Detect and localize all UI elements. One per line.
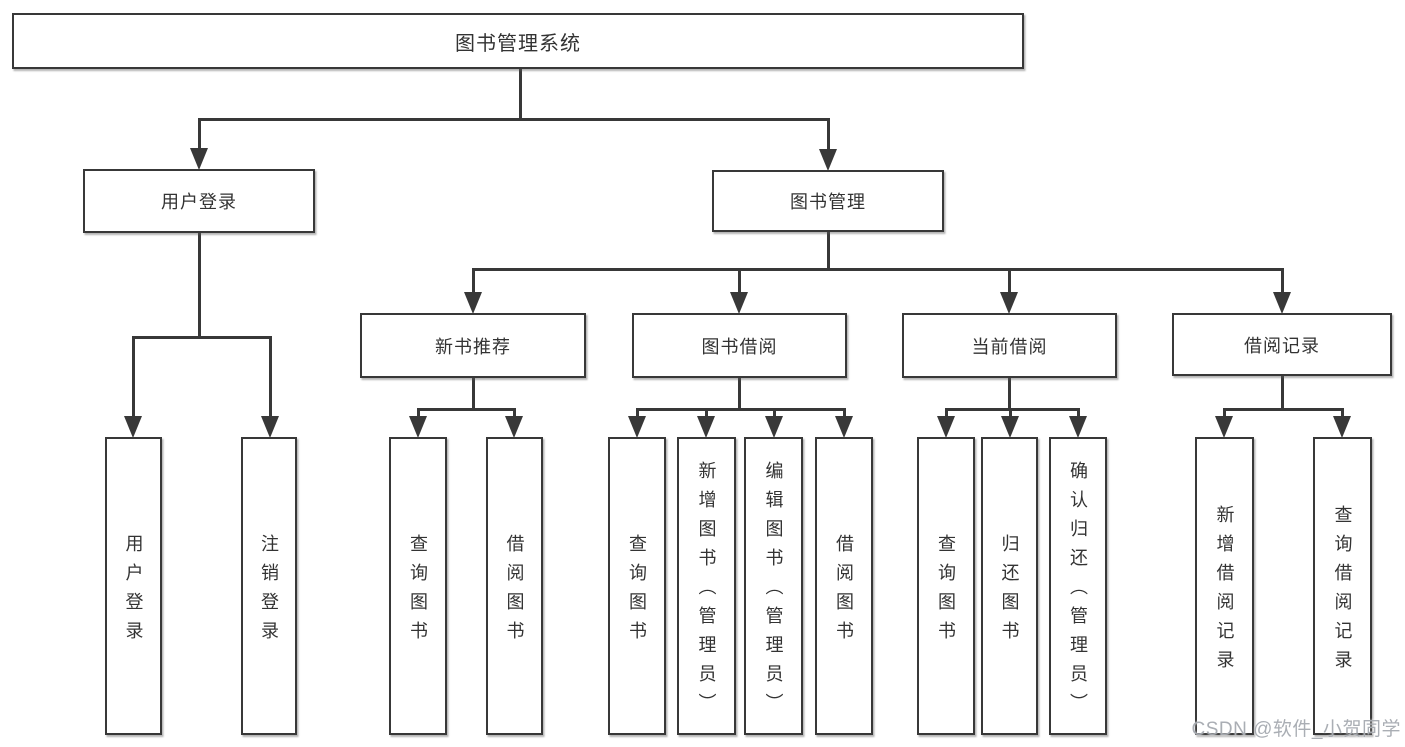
node-label: 借阅图书: [834, 533, 854, 650]
arrowhead-down-icon: [697, 416, 715, 438]
node-book-management-branch: 图书管理: [712, 170, 944, 232]
connector-line: [416, 408, 516, 411]
node-label: 查询图书: [936, 533, 956, 650]
node-label: 图书借阅: [701, 336, 778, 357]
connector-line: [1280, 376, 1284, 411]
arrowhead-down-icon: [124, 416, 142, 438]
node-borrowing-records: 借阅记录: [1172, 313, 1392, 376]
node-leaf-query-book-2: 查询图书: [608, 437, 666, 735]
arrowhead-down-icon: [1000, 292, 1018, 314]
connector-line: [131, 336, 135, 419]
node-label: 借阅记录: [1244, 335, 1320, 356]
node-leaf-return-book: 归还图书: [981, 437, 1038, 735]
node-label: 图书管理: [790, 192, 866, 212]
node-label: 图书管理系统: [455, 32, 581, 55]
connector-line: [772, 408, 776, 419]
connector-line: [842, 408, 846, 419]
connector-line: [268, 336, 272, 419]
connector-line: [737, 268, 741, 295]
arrowhead-down-icon: [505, 416, 523, 438]
arrowhead-down-icon: [1273, 292, 1291, 314]
node-leaf-borrow-book-2: 借阅图书: [815, 437, 873, 735]
arrowhead-down-icon: [1333, 416, 1351, 438]
connector-line: [197, 118, 830, 121]
connector-line: [1007, 268, 1011, 295]
connector-line: [131, 336, 272, 339]
connector-line: [1222, 408, 1344, 411]
connector-line: [1280, 268, 1284, 295]
connector-line: [704, 408, 708, 419]
node-leaf-confirm-return: 确认归还（管理员）: [1049, 437, 1107, 735]
node-label: 当前借阅: [971, 336, 1048, 357]
node-book-borrowing: 图书借阅: [632, 313, 847, 378]
arrowhead-down-icon: [765, 416, 783, 438]
connector-line: [826, 232, 830, 271]
node-leaf-query-borrow-record: 查询借阅记录: [1313, 437, 1372, 735]
arrowhead-down-icon: [409, 416, 427, 438]
arrowhead-down-icon: [628, 416, 646, 438]
arrowhead-down-icon: [1001, 416, 1019, 438]
arrowhead-down-icon: [464, 292, 482, 314]
connector-line: [512, 408, 516, 419]
connector-line: [471, 268, 1284, 271]
node-leaf-add-book-admin: 新增图书（管理员）: [677, 437, 736, 735]
arrowhead-down-icon: [1215, 416, 1233, 438]
connector-line: [944, 408, 948, 419]
connector-line: [826, 118, 830, 152]
connector-line: [635, 408, 639, 419]
node-label: 新书推荐: [435, 336, 511, 357]
connector-line: [197, 233, 201, 339]
connector-line: [518, 69, 522, 121]
connector-line: [471, 378, 475, 411]
arrowhead-down-icon: [835, 416, 853, 438]
node-leaf-add-borrow-record: 新增借阅记录: [1195, 437, 1254, 735]
node-leaf-logout: 注销登录: [241, 437, 297, 735]
node-label: 确认归还（管理员）: [1068, 461, 1088, 722]
node-leaf-borrow-book-1: 借阅图书: [486, 437, 543, 735]
arrowhead-down-icon: [190, 148, 208, 170]
node-label: 新增图书（管理员）: [696, 461, 717, 722]
arrowhead-down-icon: [937, 416, 955, 438]
node-current-borrowing: 当前借阅: [902, 313, 1117, 378]
connector-line: [1340, 408, 1344, 419]
node-label: 编辑图书（管理员）: [763, 461, 784, 722]
node-label: 用户登录: [123, 533, 144, 650]
node-label: 查询借阅记录: [1332, 504, 1353, 679]
connector-line: [635, 408, 846, 411]
arrowhead-down-icon: [1069, 416, 1087, 438]
connector-line: [944, 408, 1080, 411]
connector-line: [737, 378, 741, 411]
node-label: 归还图书: [999, 533, 1020, 650]
connector-line: [1008, 408, 1012, 419]
connector-line: [1222, 408, 1226, 419]
node-label: 用户登录: [161, 192, 237, 212]
node-leaf-query-book-1: 查询图书: [389, 437, 447, 735]
node-leaf-query-book-3: 查询图书: [917, 437, 975, 735]
node-leaf-user-login: 用户登录: [105, 437, 162, 735]
node-user-login-branch: 用户登录: [83, 169, 315, 233]
node-label: 新增借阅记录: [1214, 504, 1235, 679]
node-root-system: 图书管理系统: [12, 13, 1024, 69]
connector-line: [471, 268, 475, 295]
arrowhead-down-icon: [730, 292, 748, 314]
connector-line: [1007, 378, 1011, 411]
connector-line: [416, 408, 420, 419]
connector-line: [197, 118, 201, 151]
node-label: 查询图书: [408, 533, 428, 650]
node-label: 注销登录: [259, 533, 279, 650]
node-label: 借阅图书: [504, 533, 525, 650]
connector-line: [1076, 408, 1080, 419]
node-label: 查询图书: [627, 533, 647, 650]
node-leaf-edit-book-admin: 编辑图书（管理员）: [744, 437, 803, 735]
csdn-watermark: CSDN @软件_小贺同学: [1191, 719, 1401, 740]
arrowhead-down-icon: [261, 416, 279, 438]
arrowhead-down-icon: [819, 149, 837, 171]
node-new-book-recommend: 新书推荐: [360, 313, 586, 378]
